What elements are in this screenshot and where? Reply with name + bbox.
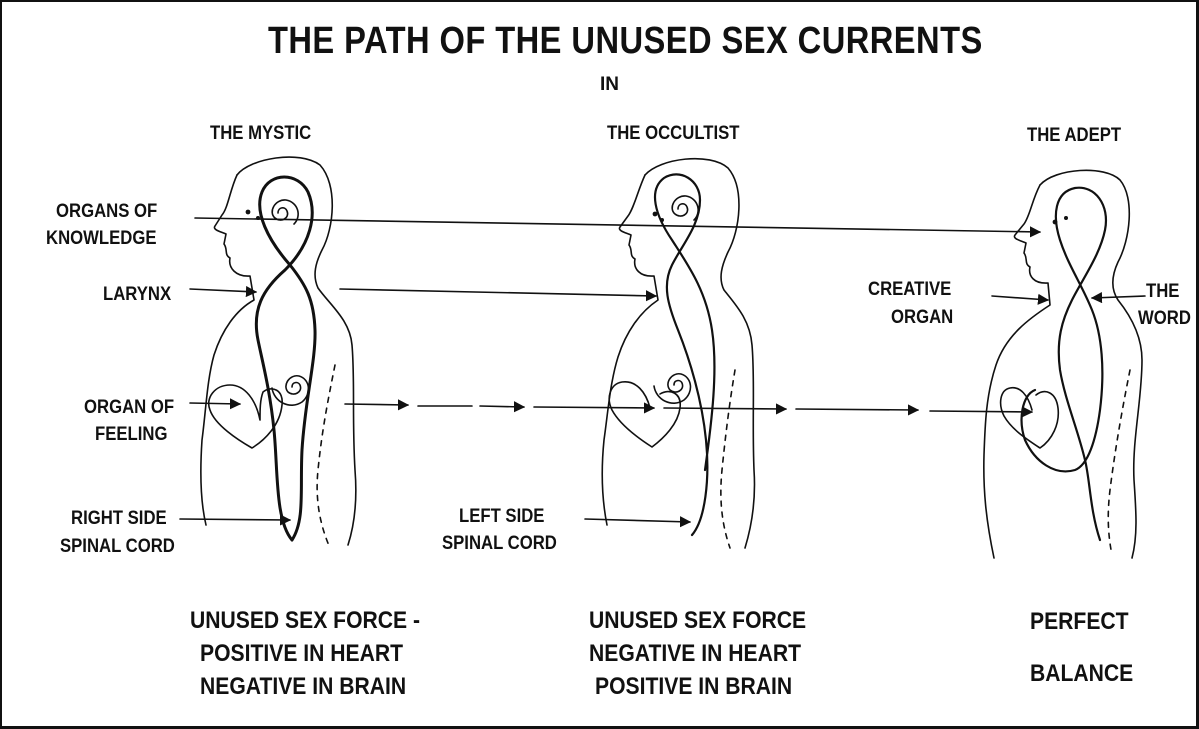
occultist-head-spiral [672, 196, 698, 220]
larynx-connector-line [190, 289, 656, 296]
occultist-spine-dashes [721, 370, 735, 548]
mystic-spine-dashes [317, 365, 335, 548]
creative-organ-pointer [992, 296, 1048, 300]
left-spinal-pointer [585, 519, 690, 522]
adept-spine-dashes [1108, 370, 1130, 555]
the-word-pointer [1092, 296, 1145, 298]
occultist-heart [609, 382, 680, 447]
occultist-current-loop [655, 174, 714, 535]
knowledge-connector-line [195, 218, 1040, 232]
adept-figure-outline [984, 170, 1142, 558]
occultist-figure-outline [602, 159, 754, 548]
feeling-connector-line [190, 403, 1032, 412]
right-spinal-pointer [180, 519, 290, 520]
mystic-current-loop [256, 177, 315, 540]
occultist-heart-spiral [654, 374, 690, 403]
adept-heart [1001, 388, 1059, 448]
adept-current-loop [1022, 188, 1106, 540]
